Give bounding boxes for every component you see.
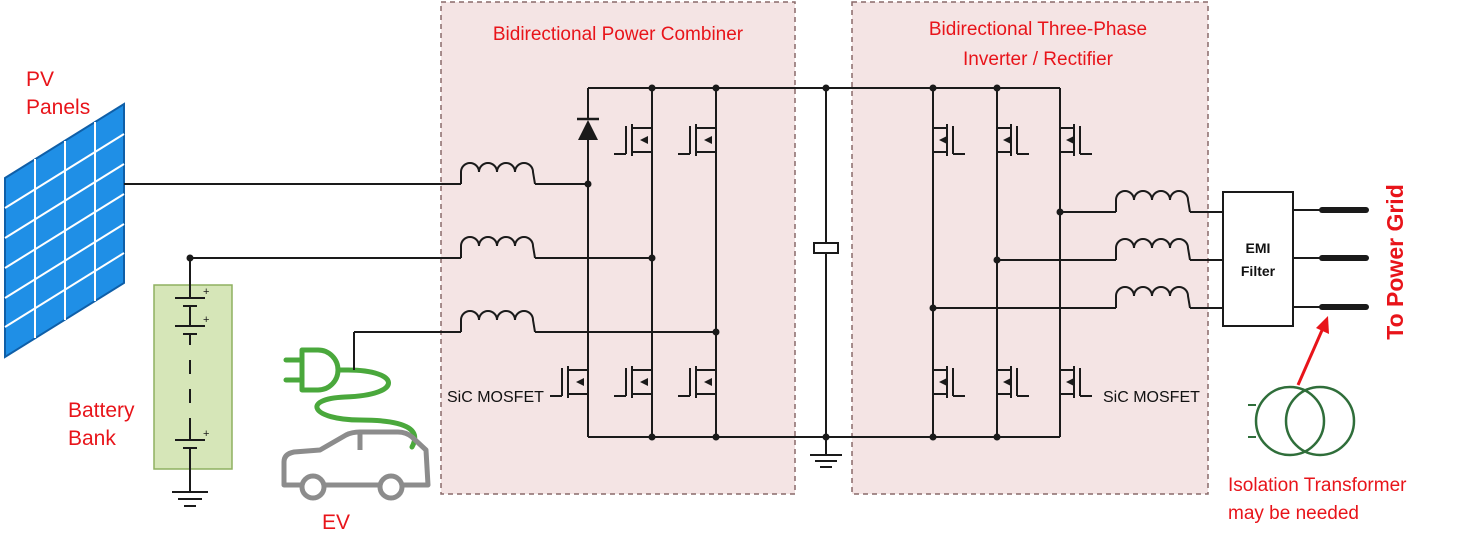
inverter-title-line1: Bidirectional Three-Phase bbox=[929, 19, 1147, 40]
emi-label-line1: EMI bbox=[1246, 240, 1271, 256]
inductor-phase-c bbox=[1115, 286, 1191, 309]
combiner-leg-wiring bbox=[587, 88, 717, 437]
power-combiner-block bbox=[440, 1, 796, 495]
mosfet-inverter-bottom-1 bbox=[933, 366, 965, 398]
dc-link-capacitor bbox=[813, 242, 839, 254]
battery-label-line1: Battery bbox=[68, 399, 135, 422]
battery-label-line2: Bank bbox=[68, 427, 116, 450]
mosfet-combiner-bottom-1 bbox=[550, 366, 588, 398]
mosfet-inverter-bottom-2 bbox=[997, 366, 1029, 398]
mosfet-combiner-top-2 bbox=[614, 124, 652, 156]
isolation-transformer-icon bbox=[1248, 385, 1356, 457]
battery-plus-marks: + + + bbox=[203, 286, 209, 440]
svg-text:+: + bbox=[203, 314, 209, 326]
ev-car-icon bbox=[281, 429, 431, 501]
junction-dots bbox=[186, 84, 1064, 441]
svg-text:+: + bbox=[203, 286, 209, 298]
inductor-phase-a bbox=[1115, 190, 1191, 213]
mosfet-inverter-top-2 bbox=[997, 124, 1029, 156]
inverter-rectifier-block bbox=[851, 1, 1209, 495]
pv-label-line1: PV bbox=[26, 68, 54, 91]
isolation-label-line1: Isolation Transformer bbox=[1228, 475, 1407, 496]
mosfet-combiner-bottom-3 bbox=[678, 366, 716, 398]
battery-bank-box bbox=[153, 284, 233, 470]
sic-mosfet-label-right: SiC MOSFET bbox=[1103, 389, 1200, 406]
mosfet-inverter-top-1 bbox=[933, 124, 965, 156]
mosfet-combiner-top-3 bbox=[678, 124, 716, 156]
grid-connections bbox=[1293, 207, 1369, 310]
ev-label: EV bbox=[322, 511, 350, 534]
ev-plug-icon bbox=[283, 347, 418, 450]
isolation-label-line2: may be needed bbox=[1228, 503, 1359, 524]
battery-cells bbox=[172, 258, 208, 507]
inductor-phase-b bbox=[1115, 238, 1191, 261]
mosfet-inverter-bottom-3 bbox=[1060, 366, 1092, 398]
red-arrow bbox=[1296, 316, 1329, 386]
mosfet-combiner-bottom-2 bbox=[614, 366, 652, 398]
pv-panel bbox=[4, 102, 125, 359]
input-wiring bbox=[124, 183, 716, 370]
inverter-title-line2: Inverter / Rectifier bbox=[963, 49, 1114, 70]
mosfet-inverter-top-3 bbox=[1060, 124, 1092, 156]
svg-text:+: + bbox=[203, 428, 209, 440]
ground-symbol-dc bbox=[810, 454, 842, 468]
to-power-grid-label: To Power Grid bbox=[1382, 184, 1408, 339]
emi-filter-box bbox=[1222, 191, 1294, 327]
pv-label-line2: Panels bbox=[26, 96, 90, 119]
sic-mosfet-label-left: SiC MOSFET bbox=[447, 389, 544, 406]
diode-symbol bbox=[577, 117, 599, 140]
emi-label-line2: Filter bbox=[1241, 263, 1276, 279]
inductor-ev bbox=[460, 310, 536, 333]
ac-output-wiring bbox=[933, 211, 1223, 309]
combiner-title: Bidirectional Power Combiner bbox=[493, 24, 744, 45]
inductor-pv bbox=[460, 162, 536, 185]
inductor-battery bbox=[460, 236, 536, 259]
